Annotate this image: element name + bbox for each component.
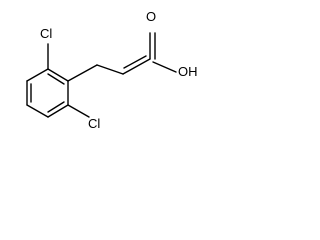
bond-c6-cl-bottom (67, 104, 90, 118)
ring-bond-c5-c6 (47, 104, 69, 118)
ring-bond-c2-c3 (26, 68, 49, 82)
bond-c-oh (152, 61, 177, 73)
bonds (26, 32, 177, 118)
atom-label-cl-top: Cl (40, 26, 52, 41)
bond-vinyl-double-b (123, 55, 147, 69)
structure-canvas: Cl Cl O OH (0, 0, 230, 138)
ring-bond-c1-c2 (47, 68, 69, 82)
atom-label-carbonyl-o: O (146, 9, 156, 24)
bond-ring-to-vinyl (67, 64, 98, 82)
molecule-structure: Cl Cl O OH (26, 9, 198, 131)
atom-label-hydroxyl: OH (178, 64, 198, 79)
atom-label-cl-bottom: Cl (88, 116, 100, 131)
ring-inner-double-c1-c2 (47, 73, 65, 85)
bond-vinyl-single (96, 64, 124, 75)
bond-vinyl-double-a (122, 58, 151, 75)
ring-inner-double-c5-c6 (47, 101, 65, 113)
ring-bond-c4-c5 (26, 104, 49, 118)
